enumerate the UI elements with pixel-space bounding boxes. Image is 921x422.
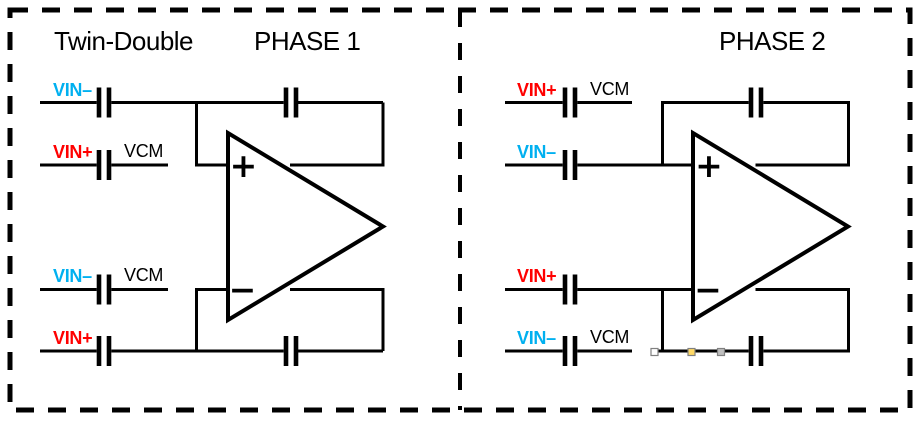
p1-row2-input-capacitor: [96, 150, 112, 180]
p1-bottom-feedback-return-wire: [290, 288, 385, 351]
p2-bottom-wire-selection-handles[interactable]: [650, 347, 726, 357]
phase2-circuit: + −: [505, 87, 852, 366]
p1-opamp-plus-sign: +: [230, 146, 258, 185]
p1-inverting-input-branch: [195, 288, 226, 351]
selection-handle-adjust-yellow[interactable]: [687, 347, 696, 357]
p2-opamp-minus-sign: −: [694, 270, 722, 309]
p2-bottom-feedback-capacitor: [748, 336, 764, 366]
p2-row4-input-capacitor: [562, 336, 578, 366]
p2-row1-vcm-label: VCM: [590, 79, 630, 99]
p1-opamp-triangle: [226, 129, 387, 324]
p2-row4-vin-minus-label: VIN–: [517, 328, 556, 348]
selection-handle-endpoint-white[interactable]: [650, 347, 659, 357]
p2-row3-vin-plus-label: VIN+: [517, 266, 557, 286]
p2-row1-vin-plus-label: VIN+: [517, 80, 557, 100]
p2-row2-input-capacitor: [562, 150, 578, 180]
p1-row2-vin-plus-label: VIN+: [53, 142, 93, 162]
p2-top-feedback-loop-wire: [661, 101, 850, 167]
p1-top-feedback-capacitor: [283, 87, 299, 118]
p1-opamp-minus-sign: −: [229, 270, 257, 309]
p2-row4-vcm-label: VCM: [590, 327, 630, 347]
p1-row4-vin-plus-label: VIN+: [53, 328, 93, 348]
p1-row3-vin-minus-label: VIN–: [53, 266, 92, 286]
p2-opamp-plus-sign: +: [695, 146, 723, 185]
phase1-title: PHASE 1: [254, 26, 361, 56]
p1-row1-vin-minus-label: VIN–: [53, 80, 92, 100]
p2-row1-input-capacitor: [562, 87, 578, 118]
p1-top-feedback-return-wire: [290, 102, 385, 167]
p1-row3-input-capacitor: [96, 274, 112, 305]
p2-bottom-feedback-loop-wire: [654, 288, 850, 353]
p1-row2-vcm-label: VCM: [124, 141, 164, 161]
p1-noninverting-input-branch: [195, 102, 226, 167]
p1-row1-input-capacitor: [96, 87, 112, 118]
p2-opamp-triangle: [691, 129, 852, 324]
p1-row4-input-capacitor: [96, 336, 112, 366]
diagram-title: Twin-Double: [54, 26, 194, 56]
selection-handle-midpoint-gray[interactable]: [716, 347, 726, 357]
p1-bottom-feedback-capacitor: [283, 336, 299, 366]
p1-row3-vcm-label: VCM: [124, 265, 164, 285]
phase1-circuit: + −: [40, 87, 387, 366]
p2-top-feedback-capacitor: [748, 87, 764, 118]
p2-row3-input-capacitor: [562, 274, 578, 305]
p2-row2-vin-minus-label: VIN–: [517, 142, 556, 162]
phase2-title: PHASE 2: [719, 26, 826, 56]
